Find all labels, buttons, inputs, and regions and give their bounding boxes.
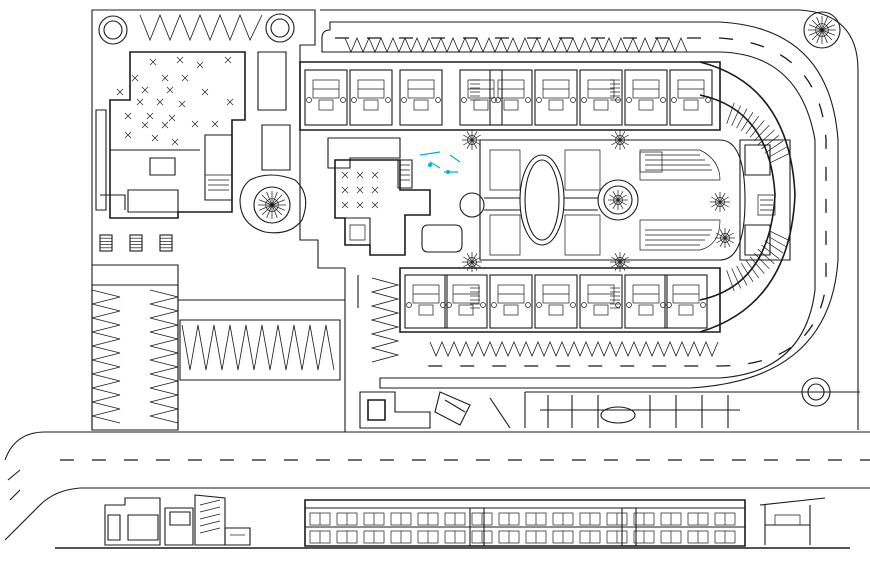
north-block (299, 36, 721, 131)
guest-room (534, 69, 578, 126)
guest-room (669, 69, 713, 126)
seat-mark (211, 120, 219, 128)
guest-room (444, 274, 488, 329)
parking-lots (91, 275, 400, 431)
seat-mark (136, 98, 144, 106)
nw-roundabout (239, 174, 307, 234)
seat-mark (131, 74, 139, 82)
seat-mark (371, 186, 379, 194)
seat-mark (224, 56, 232, 64)
seat-mark (371, 171, 379, 179)
guest-room (489, 274, 533, 329)
guest-room (349, 69, 393, 126)
tree (610, 252, 630, 272)
guest-room (489, 69, 533, 126)
top-left-planting (95, 13, 295, 211)
guest-room (664, 274, 708, 329)
seat-mark (341, 201, 349, 209)
guest-room (624, 274, 668, 329)
seat-mark (161, 74, 169, 82)
seat-mark (178, 100, 186, 108)
seat-mark (151, 134, 159, 142)
guest-room (534, 274, 578, 329)
seat-mark (116, 88, 124, 96)
site-boundary (91, 9, 859, 432)
guest-room (459, 69, 503, 126)
courtyard-trees (462, 130, 735, 272)
seat-mark (168, 114, 176, 122)
seat-mark (149, 58, 157, 66)
nw-building (100, 51, 246, 219)
stair-block (159, 234, 173, 252)
seat-mark (176, 56, 184, 64)
seat-mark (146, 112, 154, 120)
reception-seating (341, 171, 379, 209)
guest-room (579, 69, 623, 126)
guest-room (624, 69, 668, 126)
seat-mark (124, 131, 132, 139)
reception-building (327, 137, 463, 256)
seat-mark (161, 121, 169, 129)
central-courtyard (459, 139, 746, 261)
seat-mark (166, 86, 174, 94)
main-road (4, 431, 870, 541)
seat-mark (356, 186, 364, 194)
nw-seating (116, 56, 234, 146)
guest-room (579, 274, 623, 329)
guest-room (304, 69, 348, 126)
seat-mark (124, 112, 132, 120)
tree (715, 228, 735, 248)
seat-mark (201, 88, 209, 96)
seat-mark (226, 98, 234, 106)
front-elevation (55, 494, 850, 549)
seat-mark (141, 121, 149, 129)
seat-mark (196, 61, 204, 69)
left-stairs (99, 234, 173, 252)
guest-room (399, 69, 443, 126)
cyan-furniture (419, 151, 461, 174)
seat-mark (181, 74, 189, 82)
seat-mark (341, 171, 349, 179)
seat-mark (371, 201, 379, 209)
stair-block (99, 234, 113, 252)
stair-block (129, 234, 143, 252)
guest-room (404, 274, 448, 329)
south-block (399, 267, 721, 358)
bottom-buildings (359, 11, 860, 429)
tree (608, 190, 628, 210)
seat-mark (356, 201, 364, 209)
ne-roundabout (808, 16, 836, 44)
seat-mark (341, 186, 349, 194)
tree (610, 130, 630, 150)
ring-road (321, 21, 839, 389)
seat-mark (156, 98, 164, 106)
seat-mark (141, 86, 149, 94)
tree (710, 192, 730, 212)
seat-mark (191, 120, 199, 128)
tree (462, 252, 482, 272)
seat-mark (171, 138, 179, 146)
seat-mark (356, 171, 364, 179)
tree (462, 130, 482, 150)
east-wing (699, 61, 796, 333)
